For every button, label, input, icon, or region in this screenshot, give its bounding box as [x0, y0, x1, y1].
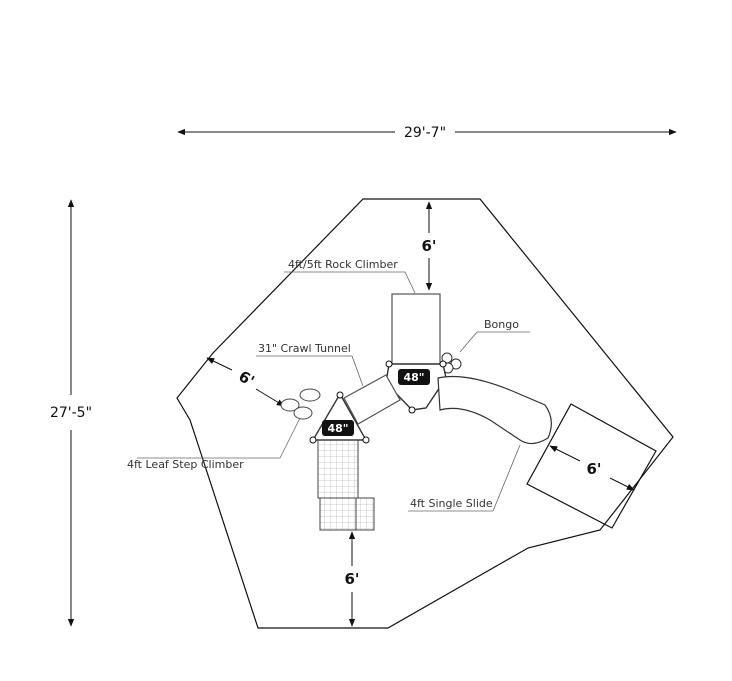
clearance-right-label: 6'	[586, 460, 601, 478]
overall-width-label: 29'-7"	[404, 125, 446, 141]
lower-platform	[355, 497, 375, 531]
clearance-bottom-label: 6'	[344, 570, 359, 588]
single-slide-shape	[437, 375, 552, 445]
bongo-label: Bongo	[484, 318, 519, 331]
leaf-step-climber-label: 4ft Leaf Step Climber	[127, 458, 244, 471]
bongo-leader	[459, 331, 478, 353]
leaf-step-climber-icon	[280, 388, 321, 420]
rock-climber-shape	[391, 293, 441, 365]
clearance-right-line-a	[549, 445, 581, 462]
single-slide-label: 4ft Single Slide	[410, 497, 493, 510]
lower-ladder-upper	[317, 439, 359, 499]
crawl-tunnel-shape	[343, 374, 401, 425]
crawl-tunnel-label: 31" Crawl Tunnel	[258, 342, 351, 355]
slide-exit-zone	[526, 403, 657, 529]
deck-left-badge-text: 48"	[327, 422, 348, 435]
lower-ladder-lower	[319, 497, 357, 531]
overall-height-label: 27'-5"	[50, 405, 92, 421]
clearance-left-line-b	[255, 388, 285, 407]
deck-right-badge	[398, 369, 430, 385]
clearance-right-line-b	[609, 477, 635, 491]
rock-climber-label: 4ft/5ft Rock Climber	[288, 258, 398, 271]
clearance-left-label: 6'	[235, 367, 257, 390]
clearance-top-label: 6'	[421, 237, 436, 255]
single-slide-leader-up	[492, 444, 521, 512]
crawl-tunnel-leader-drop	[351, 355, 364, 387]
leaf-step-climber-leader-up	[279, 417, 301, 459]
deck-left-badge	[322, 420, 354, 436]
deck-right-badge-text: 48"	[403, 371, 424, 384]
clearance-left-line-a	[206, 357, 233, 371]
safety-zone-outline	[176, 198, 674, 629]
post-markers	[309, 360, 447, 444]
rock-climber-leader-drop	[404, 271, 416, 294]
